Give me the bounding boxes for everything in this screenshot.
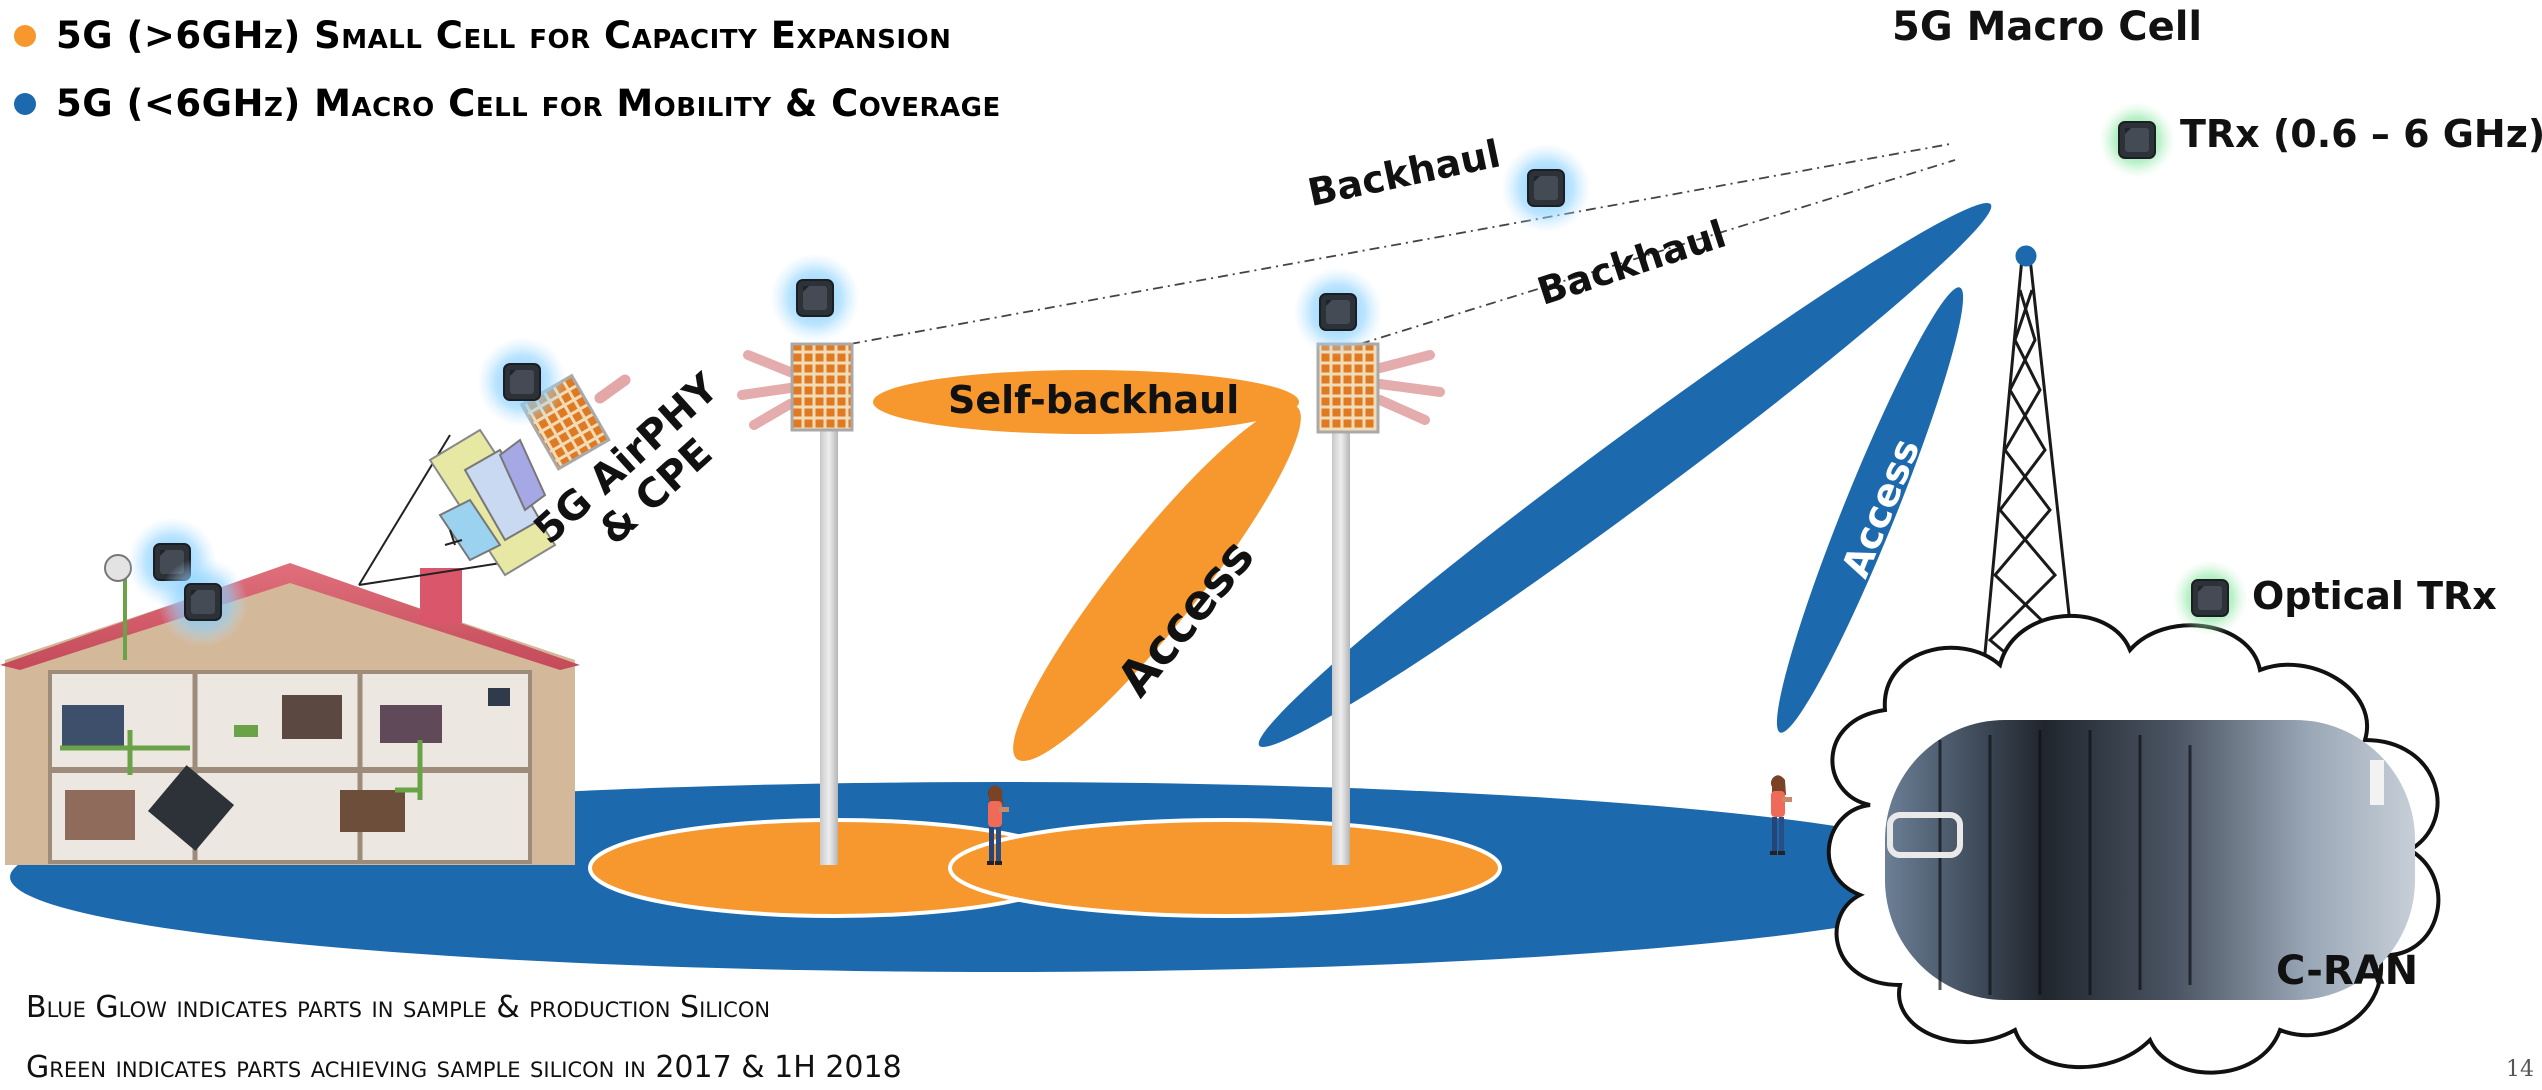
macro-cell-title: 5G Macro Cell: [1892, 4, 2203, 50]
c-ran-label: C-RAN: [2276, 948, 2419, 994]
small-cell-pole-2: [1332, 410, 1350, 865]
legend-macro-cell-label: 5G (<6GHz) Macro Cell for Mobility & Cov…: [56, 82, 1001, 125]
chip-icon: [158, 557, 248, 647]
access-beam-tower: [1776, 287, 1964, 733]
trx-label: TRx (0.6 – 6 GHz): [2180, 112, 2542, 156]
legend-small-cell-label: 5G (>6GHz) Small Cell for Capacity Expan…: [56, 14, 952, 57]
access-beam-orange: [1013, 404, 1301, 762]
self-backhaul-beam: [873, 370, 1299, 434]
chip-icon: [2099, 102, 2175, 178]
page-number: 14: [2506, 1057, 2534, 1082]
small-cell-pole-1: [820, 410, 838, 865]
chip-icon: [477, 337, 567, 427]
antenna-panel-icon: [1316, 342, 1445, 434]
backhaul-links: [849, 143, 1956, 345]
chip-icon: [770, 253, 860, 343]
chip-icon: [2172, 560, 2248, 636]
chip-icon: [1293, 267, 1383, 357]
cpe-board-illustration: [428, 373, 631, 577]
legend-macro-cell: 5G (<6GHz) Macro Cell for Mobility & Cov…: [14, 82, 1001, 125]
c-ran-cloud: [1826, 613, 2441, 1075]
access-beam-long: [1258, 202, 1992, 748]
footnote-green: Green indicates parts achieving sample s…: [26, 1050, 902, 1085]
legend-small-cell: 5G (>6GHz) Small Cell for Capacity Expan…: [14, 14, 951, 57]
small-cell-coverage-2: [948, 818, 1502, 918]
blue-dot-icon: [14, 92, 36, 115]
optical-trx-label: Optical TRx: [2252, 574, 2497, 618]
orange-dot-icon: [14, 24, 36, 47]
self-backhaul-label: Self-backhaul: [948, 378, 1240, 422]
house-cutaway-illustration: [0, 554, 580, 865]
chip-icon: [1501, 143, 1591, 233]
footnote-blue-glow: Blue Glow indicates parts in sample & pr…: [26, 990, 771, 1025]
antenna-panel-icon: [737, 342, 854, 432]
